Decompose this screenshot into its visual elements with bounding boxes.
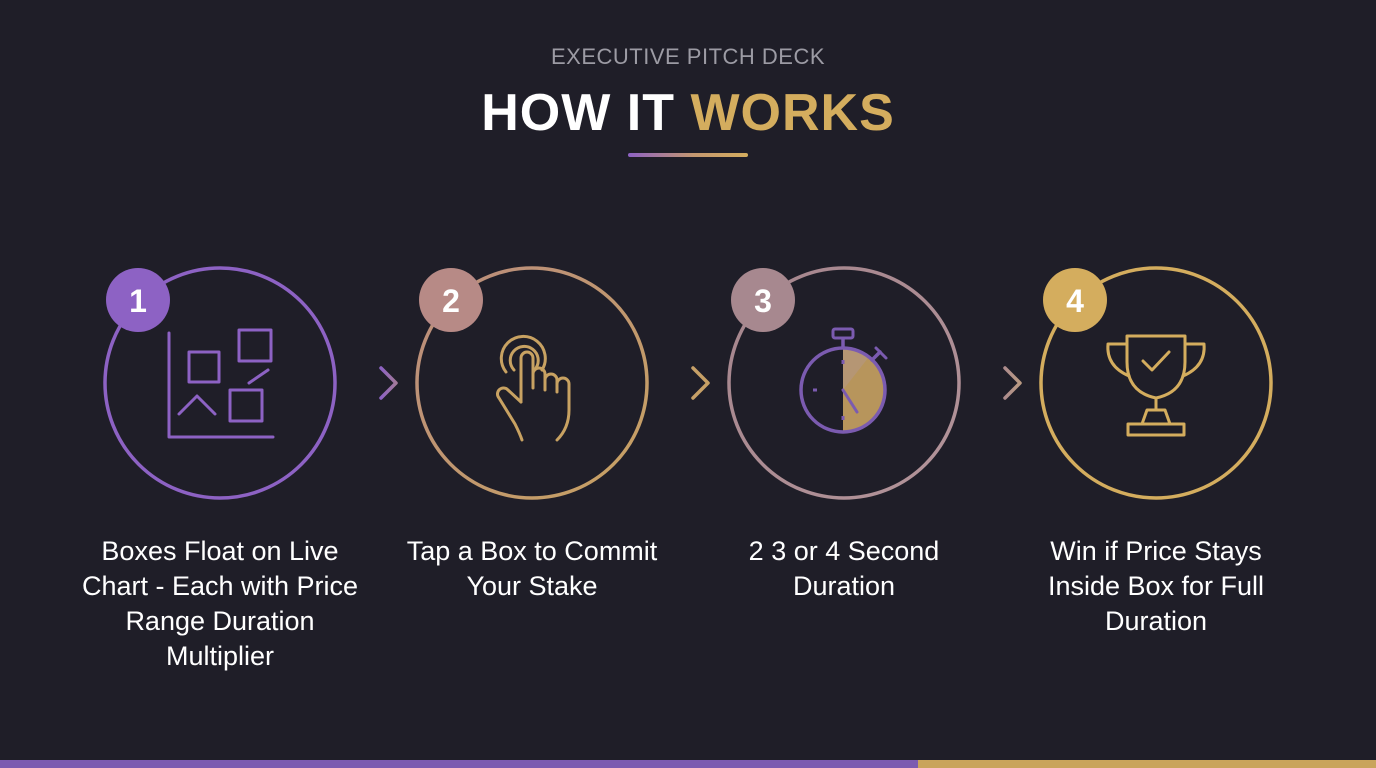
- step-2: 2: [415, 266, 649, 500]
- step-3: 3: [727, 266, 961, 500]
- step-4-number: 4: [1066, 283, 1084, 319]
- arrow-3-to-4: [958, 366, 1022, 400]
- step-1-badge: [106, 268, 170, 332]
- step-2-label: Tap a Box to Commit Your Stake: [406, 536, 658, 601]
- page-title: HOW IT WORKS: [0, 82, 1376, 144]
- step-1-number: 1: [129, 283, 147, 319]
- step-4: 4: [1039, 266, 1273, 500]
- step-3-number: 3: [754, 283, 772, 319]
- title-part-2: WORKS: [690, 84, 895, 142]
- bottom-accent-bar: [0, 760, 1376, 768]
- deck-eyebrow: EXECUTIVE PITCH DECK: [550, 44, 826, 69]
- bottom-bar-gold: [918, 760, 1376, 768]
- step-1-label: Boxes Float on Live Chart - Each with Pr…: [81, 536, 359, 671]
- step-4-ring: [1039, 266, 1273, 500]
- title-part-1: HOW IT: [481, 84, 675, 142]
- step-4-badge: [1043, 268, 1107, 332]
- chart-boxes-icon: [167, 328, 275, 439]
- title-underline: [628, 153, 748, 157]
- step-1: 1: [103, 266, 337, 500]
- step-4-label: Win if Price Stays Inside Box for Full D…: [1047, 536, 1265, 636]
- bottom-bar-purple: [0, 760, 918, 768]
- tap-hand-icon: [496, 334, 571, 442]
- trophy-icon: [1106, 334, 1206, 437]
- arrow-1-to-2: [334, 366, 398, 400]
- step-2-badge: [419, 268, 483, 332]
- stopwatch-icon: [799, 327, 888, 434]
- step-2-number: 2: [442, 283, 460, 319]
- arrow-2-to-3: [646, 366, 710, 400]
- step-3-badge: [731, 268, 795, 332]
- step-3-label: 2 3 or 4 Second Duration: [748, 536, 940, 601]
